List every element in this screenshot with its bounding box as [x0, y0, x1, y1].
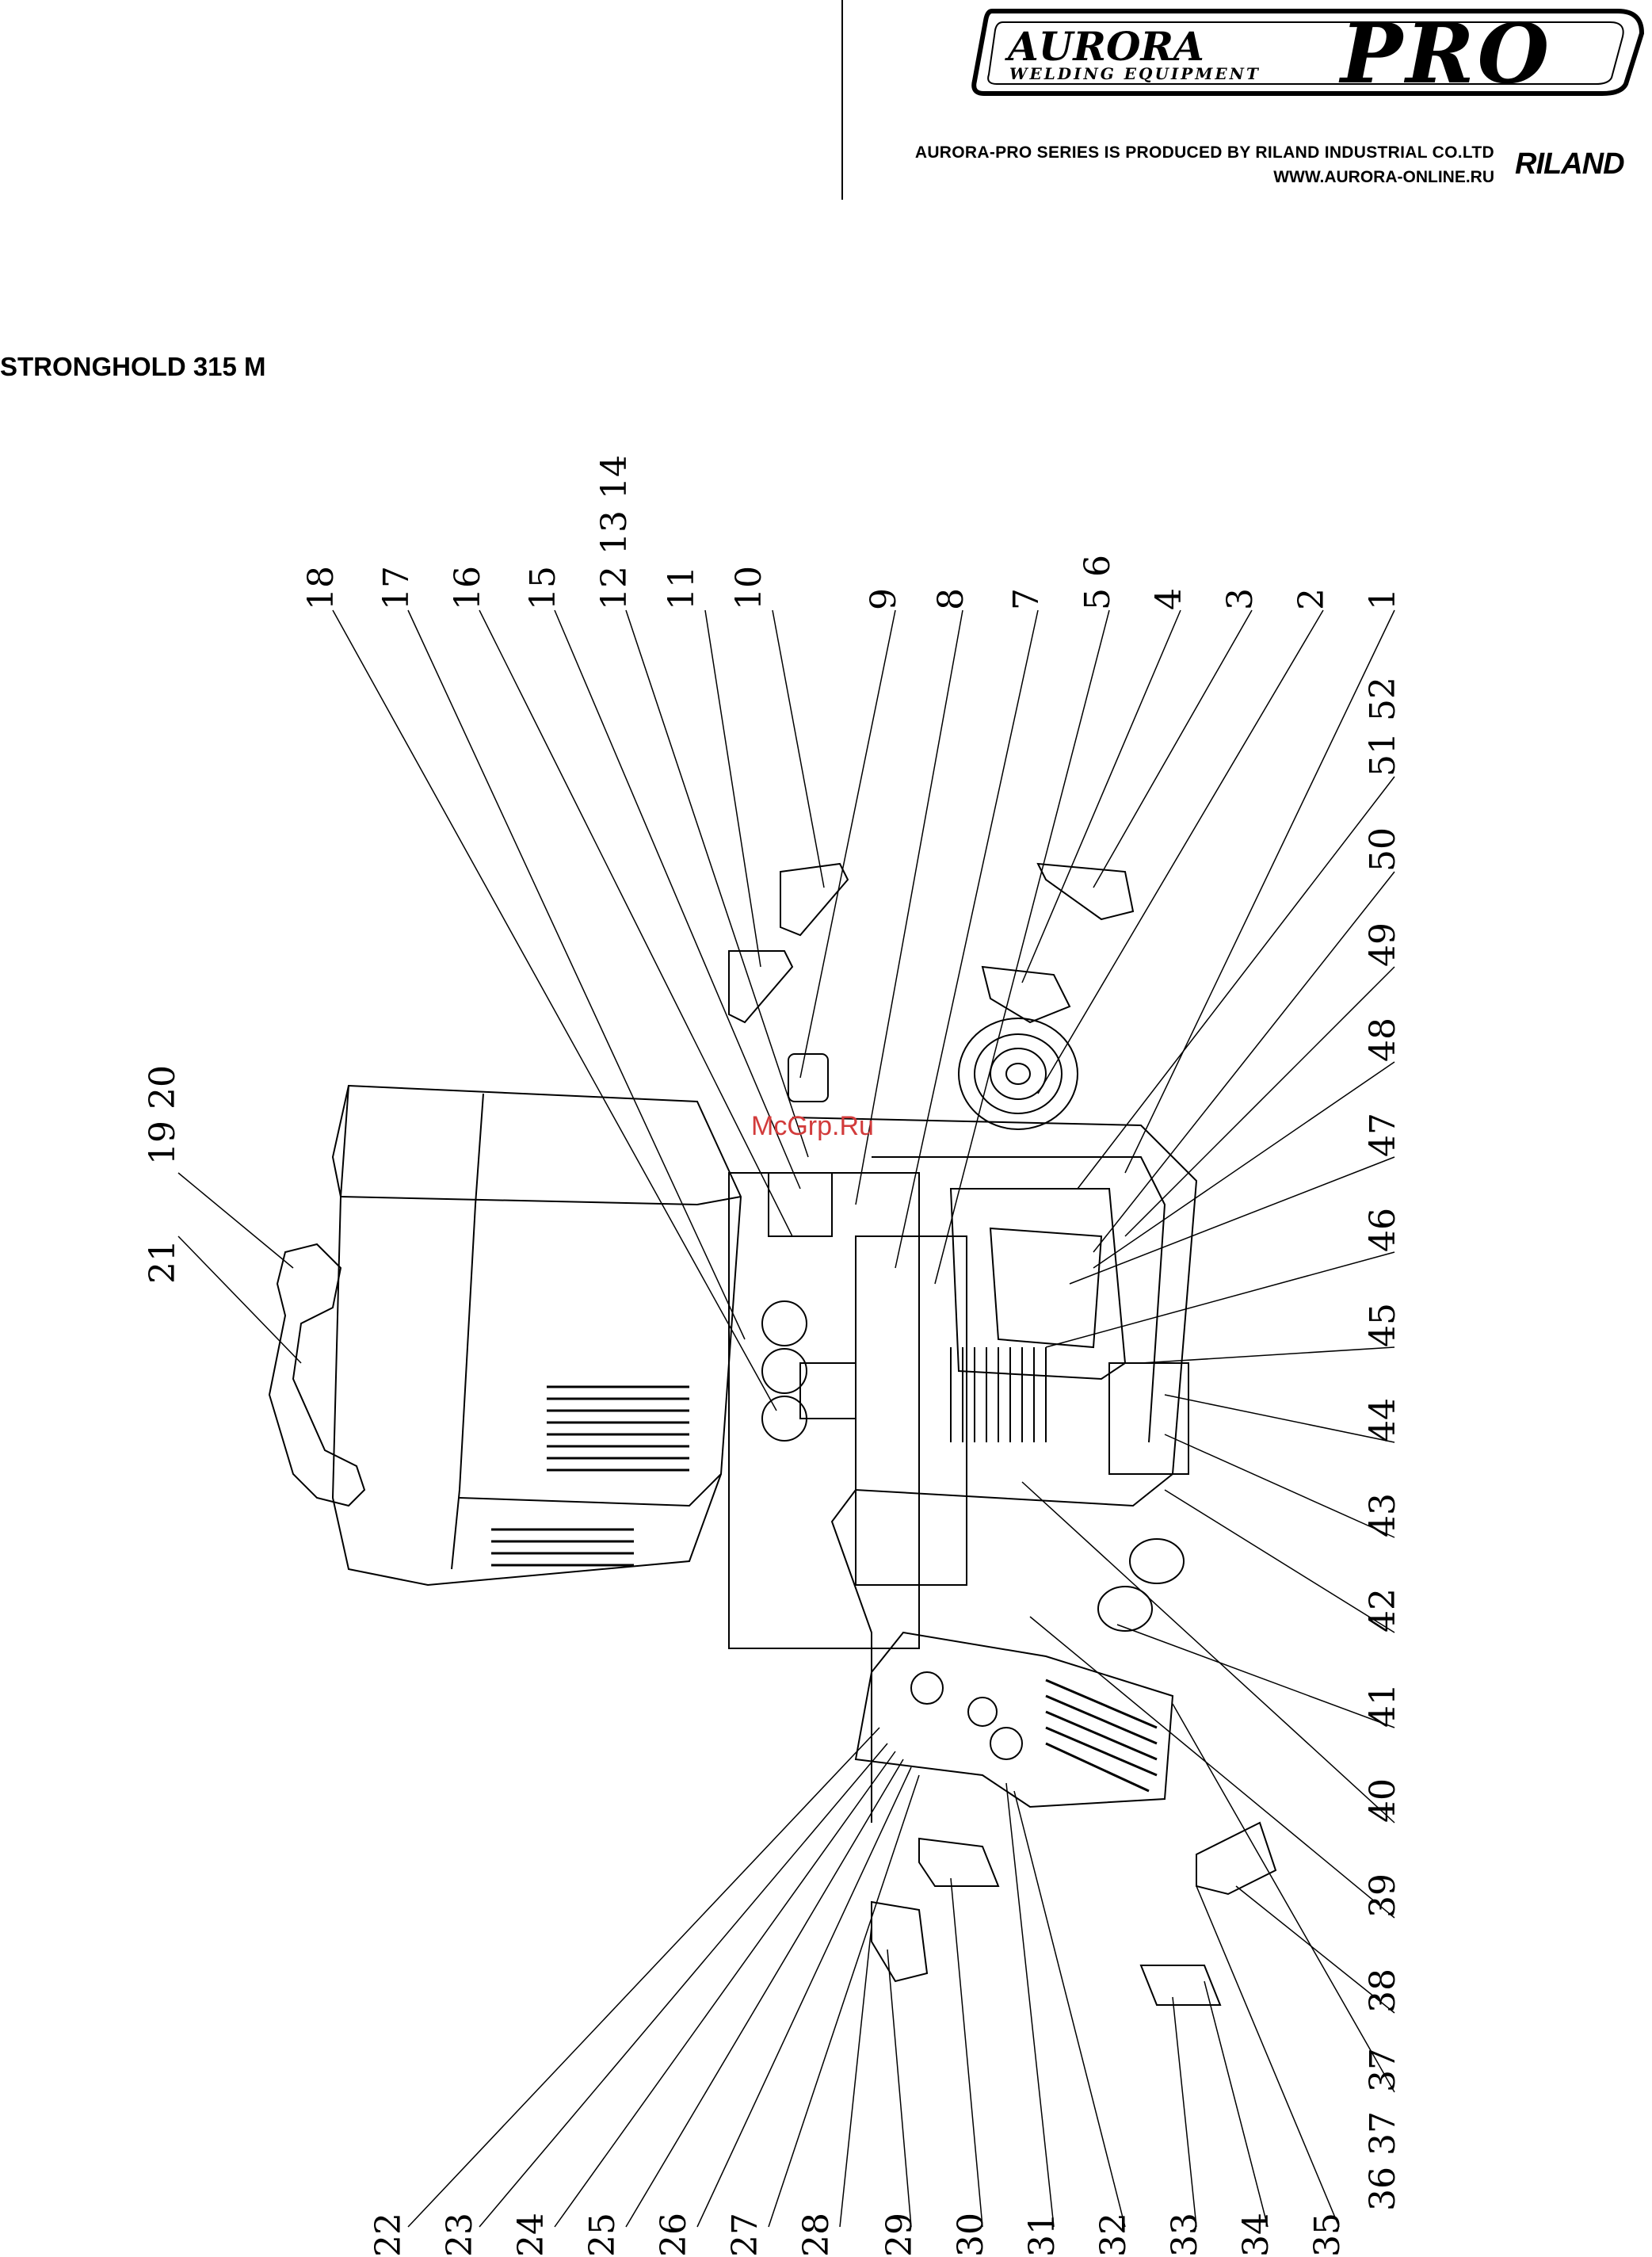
front-panel-vents: [1046, 1680, 1157, 1791]
callout-11: 11: [662, 566, 702, 610]
callout-31: 31: [1022, 2213, 1063, 2257]
callout-23: 23: [440, 2213, 480, 2257]
callout-19-20: 19 20: [143, 1065, 183, 1165]
foot-bottom-30: [919, 1839, 998, 1886]
callouts-bottom: 22 23 24 25 26 27 28 29 30 31 32 33 34 3…: [368, 2213, 1348, 2257]
callout-7: 7: [1006, 588, 1047, 610]
foot-bottom-29: [872, 1902, 927, 1981]
top-cover: [333, 1086, 741, 1585]
pcb-board: [729, 1173, 919, 1648]
callout-27: 27: [725, 2213, 765, 2257]
callout-50: 50: [1363, 827, 1403, 872]
callout-33: 33: [1165, 2213, 1205, 2257]
callout-48: 48: [1363, 1018, 1403, 1062]
callout-29: 29: [879, 2213, 920, 2257]
callout-26: 26: [654, 2213, 694, 2257]
cover-vents: [491, 1387, 689, 1565]
callout-46: 46: [1363, 1208, 1403, 1252]
callout-37: 37: [1363, 2048, 1403, 2092]
foot-top-10: [780, 864, 848, 935]
callout-18: 18: [301, 566, 341, 610]
callout-1: 1: [1363, 588, 1403, 610]
callout-28: 28: [796, 2213, 837, 2257]
exploded-parts: [269, 864, 1276, 2005]
callout-35: 35: [1307, 2213, 1348, 2257]
callout-4: 4: [1149, 588, 1189, 610]
foot-bottom-33: [1141, 1965, 1220, 2005]
callout-42: 42: [1363, 1588, 1403, 1633]
callout-25: 25: [582, 2213, 623, 2257]
callout-34: 34: [1236, 2213, 1276, 2257]
callout-5-6: 5 6: [1078, 555, 1118, 610]
callout-30: 30: [951, 2213, 991, 2257]
callout-21: 21: [143, 1239, 183, 1284]
callout-32: 32: [1093, 2213, 1134, 2257]
callout-17: 17: [376, 566, 417, 610]
foot-bottom-38: [1196, 1823, 1276, 1894]
callout-39: 39: [1363, 1873, 1403, 1918]
watermark: McGrp.Ru: [751, 1111, 874, 1142]
chassis: [792, 1117, 1196, 1823]
callouts-top: 18 17 16 15 12 13 14 11 10 9 8 7 5 6 4 3…: [301, 455, 1403, 610]
callout-43: 43: [1363, 1493, 1403, 1537]
callout-15: 15: [523, 566, 563, 610]
callout-8: 8: [931, 588, 971, 610]
callout-3: 3: [1220, 588, 1261, 610]
callout-41: 41: [1363, 1683, 1403, 1728]
fan-guard: [959, 1018, 1078, 1129]
heatsink-fins: [951, 1347, 1046, 1442]
callout-12-13-14: 12 13 14: [594, 455, 635, 610]
callout-45: 45: [1363, 1303, 1403, 1347]
callout-47: 47: [1363, 1113, 1403, 1157]
callout-9: 9: [864, 588, 904, 610]
callout-24: 24: [511, 2213, 551, 2257]
handle: [269, 1244, 364, 1506]
callouts-left: 21 19 20: [143, 1065, 183, 1284]
foot-top-11: [729, 951, 792, 1022]
callout-36-37: 36 37: [1363, 2111, 1403, 2211]
callout-44: 44: [1363, 1398, 1403, 1442]
callout-40: 40: [1363, 1778, 1403, 1823]
callouts-right: 51 52 50 49 48 47 46 45 44 43 42 41 40 3…: [1363, 677, 1403, 2211]
callout-38: 38: [1363, 1969, 1403, 2013]
callout-10: 10: [729, 566, 769, 610]
callout-51-52: 51 52: [1363, 677, 1403, 777]
callout-49: 49: [1363, 922, 1403, 967]
foot-right-4: [982, 967, 1070, 1022]
callout-16: 16: [448, 566, 488, 610]
callout-22: 22: [368, 2213, 409, 2257]
callout-2: 2: [1291, 588, 1332, 610]
